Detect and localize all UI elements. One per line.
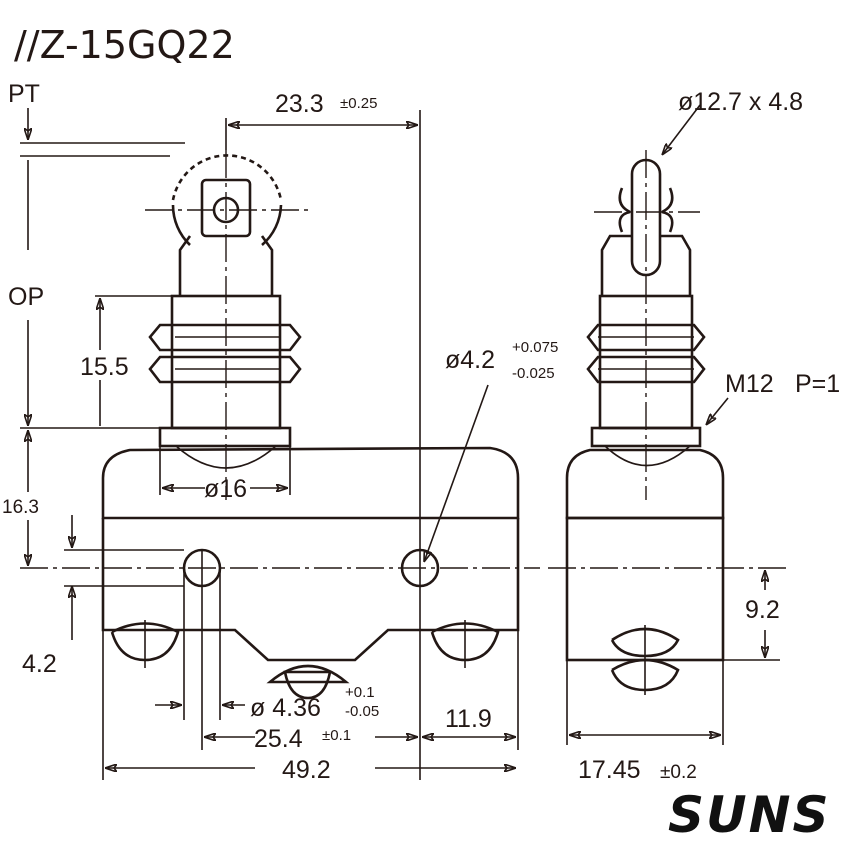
front-view bbox=[20, 110, 540, 780]
dim-roller: ø12.7 x 4.8 bbox=[678, 88, 803, 116]
dim-hole-4-36: ø 4.36 bbox=[250, 694, 321, 722]
pitch-label: P=1 bbox=[795, 370, 840, 398]
dim-4-2: 4.2 bbox=[22, 650, 57, 678]
dim-17-45-tol: ±0.2 bbox=[660, 762, 697, 783]
suns-logo: SUNS bbox=[668, 786, 830, 844]
dim-hole-4-36-tol-plus: +0.1 bbox=[345, 684, 375, 701]
dim-23-3: 23.3 bbox=[275, 90, 324, 118]
dim-9-2: 9.2 bbox=[745, 596, 780, 624]
thread-label: M12 bbox=[725, 370, 774, 398]
dim-16-3: 16.3 bbox=[2, 497, 39, 518]
side-dimensions: ø12.7 x 4.8 M12 P=1 9.2 17.45 ±0.2 bbox=[569, 88, 840, 784]
dim-17-45: 17.45 bbox=[578, 756, 641, 784]
dim-25-4-tol: ±0.1 bbox=[322, 727, 351, 744]
front-dimensions: PT OP 15.5 16.3 4.2 ø16 23.3 ±0.25 ø4.2 bbox=[0, 80, 558, 784]
pt-label: PT bbox=[8, 80, 40, 108]
dim-25-4: 25.4 bbox=[254, 725, 303, 753]
model-title: //Z-15GQ22 bbox=[14, 23, 235, 67]
dim-hole-4-2-tol-plus: +0.075 bbox=[512, 339, 558, 356]
side-view bbox=[548, 150, 790, 745]
dim-hole-4-2: ø4.2 bbox=[445, 346, 495, 374]
dim-23-3-tol: ±0.25 bbox=[340, 95, 377, 112]
op-label: OP bbox=[8, 283, 44, 311]
dim-hole-4-2-tol-minus: -0.025 bbox=[512, 365, 555, 382]
dim-11-9: 11.9 bbox=[445, 705, 492, 733]
dim-phi16: ø16 bbox=[204, 475, 247, 503]
dim-15-5: 15.5 bbox=[80, 353, 129, 381]
dim-49-2: 49.2 bbox=[282, 756, 331, 784]
dim-hole-4-36-tol-minus: -0.05 bbox=[345, 703, 379, 720]
